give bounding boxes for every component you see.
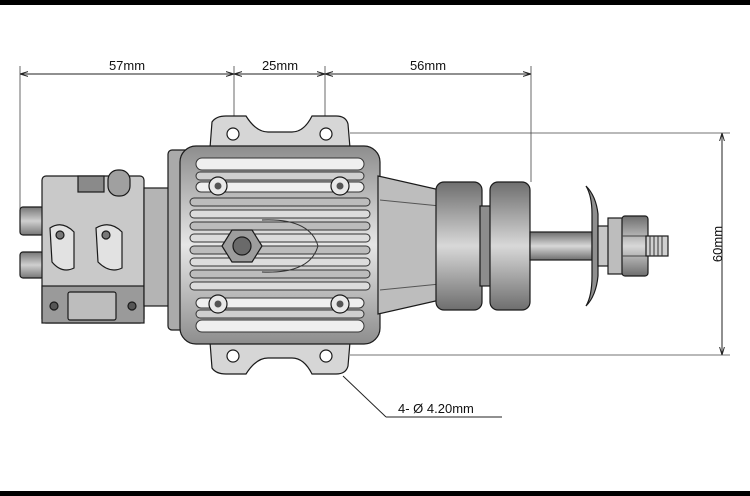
leader-line [342,375,387,418]
cooling-fin [189,209,371,219]
fuel-nipple [77,175,105,193]
front-housing [377,175,531,315]
bolt-center-icon [336,182,344,190]
fuel-fitting [107,169,131,197]
carburetor-assembly [19,169,175,324]
spark-plug-icon [232,236,252,256]
cooling-fin [189,221,371,231]
front-housing-cone [377,175,441,315]
lower-mount-lug [209,341,351,375]
cooling-fin [189,233,371,243]
dim-label-56: 56mm [410,58,446,73]
intake-tube-upper [19,206,45,236]
cooling-fin [195,309,365,319]
cooling-fin [195,297,365,309]
bottom-frame-bar [0,491,750,496]
prop-washer [585,185,599,307]
dim-label-60: 60mm [710,226,725,262]
hole-callout-label: 4- Ø 4.20mm [398,401,474,416]
housing-edge [379,199,441,207]
hole-callout: 4- Ø 4.20mm [342,375,502,418]
cylinder-head [179,145,381,345]
crankshaft [529,231,593,261]
cooling-fin [189,269,371,279]
dim-label-57: 57mm [109,58,145,73]
upper-mount-lug [209,115,351,149]
cooling-fin [195,157,365,171]
cooling-fin [195,171,365,181]
prop-nut [621,215,649,277]
crankshaft-assembly [529,185,669,307]
screw-icon [49,301,59,311]
mount-hole-icon [226,127,240,141]
mount-hole-icon [319,127,333,141]
vertical-dimension: 60mm [350,132,730,356]
dim-label-25: 25mm [262,58,298,73]
cooling-fin [189,245,371,255]
cooling-fin [195,319,365,333]
mount-hole-icon [319,349,333,363]
front-bearing-housing [435,181,483,311]
pump-cover [67,291,117,321]
lever-pivot-icon [55,230,65,240]
top-frame-bar [0,0,750,5]
bolt-center-icon [214,182,222,190]
mounting-lugs [209,115,351,375]
intake-tube-lower [19,251,45,279]
lever-pivot-icon [101,230,111,240]
screw-icon [127,301,137,311]
bolt-center-icon [336,300,344,308]
bolt-center-icon [214,300,222,308]
cooling-fin [189,281,371,291]
housing-edge [379,283,441,291]
prop-hub [489,181,531,311]
cooling-fin [189,257,371,267]
threaded-shaft-end [645,235,669,257]
horizontal-dimensions: 57mm 25mm 56mm [19,58,532,210]
cooling-fin [189,197,371,207]
mount-hole-icon [226,349,240,363]
cooling-fin [195,181,365,193]
combustion-dome [261,219,319,273]
